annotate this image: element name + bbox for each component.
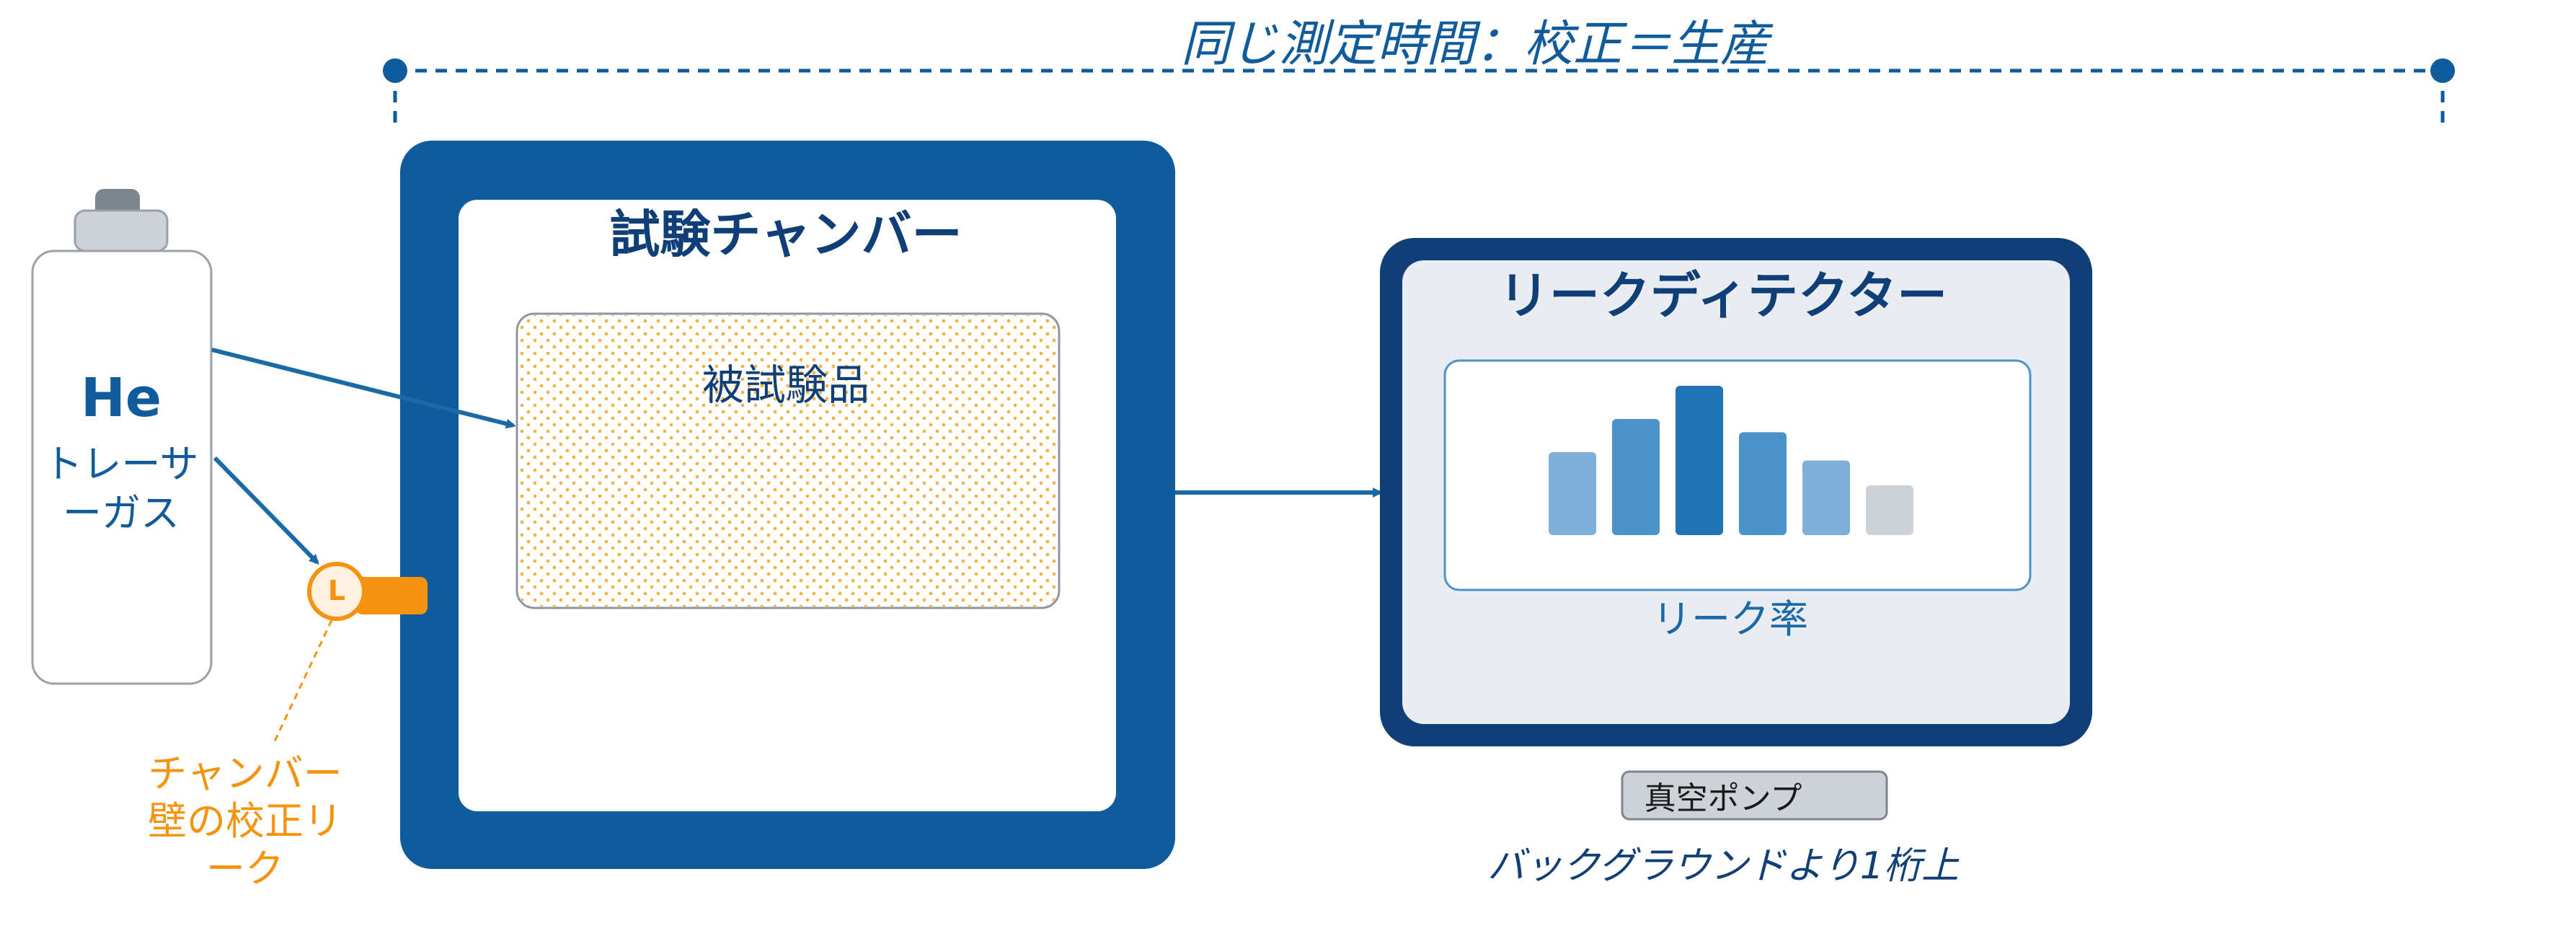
timeline-start-dot [383,58,407,83]
calibration-leak [273,562,428,744]
measurement-time-bracket [383,58,2455,130]
tracer-to-leak-arrow [213,456,319,565]
background-note: バックグラウンドより1桁上 [1487,844,1959,888]
leak-rate-bar [1549,452,1596,535]
leak-rate-label: リーク率 [1652,596,1808,642]
tracer-to-dut-arrow [211,348,516,429]
leak-rate-bar [1866,485,1913,535]
leak-detector-title: リークディテクター [1498,266,1948,325]
device-under-test-label: 被試験品 [701,361,870,410]
diagram-title: 同じ測定時間：校正＝生産 [1180,16,1770,73]
test-chamber-title: 試験チャンバー [609,205,962,264]
leak-rate-bar [1739,432,1787,535]
helium-bottle [31,189,213,685]
calibration-leak-marker: L [327,575,346,606]
tracer-gas-symbol: He [80,367,162,429]
leak-rate-bar [1612,419,1660,535]
calibration-leak-label: チャンバー壁の校正リーク [148,751,342,891]
timeline-end-dot [2430,58,2455,83]
leak-rate-bars [1549,386,1913,535]
tracer-gas-label: トレーサーガス [43,441,199,536]
vacuum-pump-label: 真空ポンプ [1644,780,1802,817]
leak-rate-bar [1676,386,1723,535]
test-chamber-box [400,141,1175,869]
leak-rate-bar [1802,460,1850,535]
vacuum-pump-box [1621,770,1888,821]
